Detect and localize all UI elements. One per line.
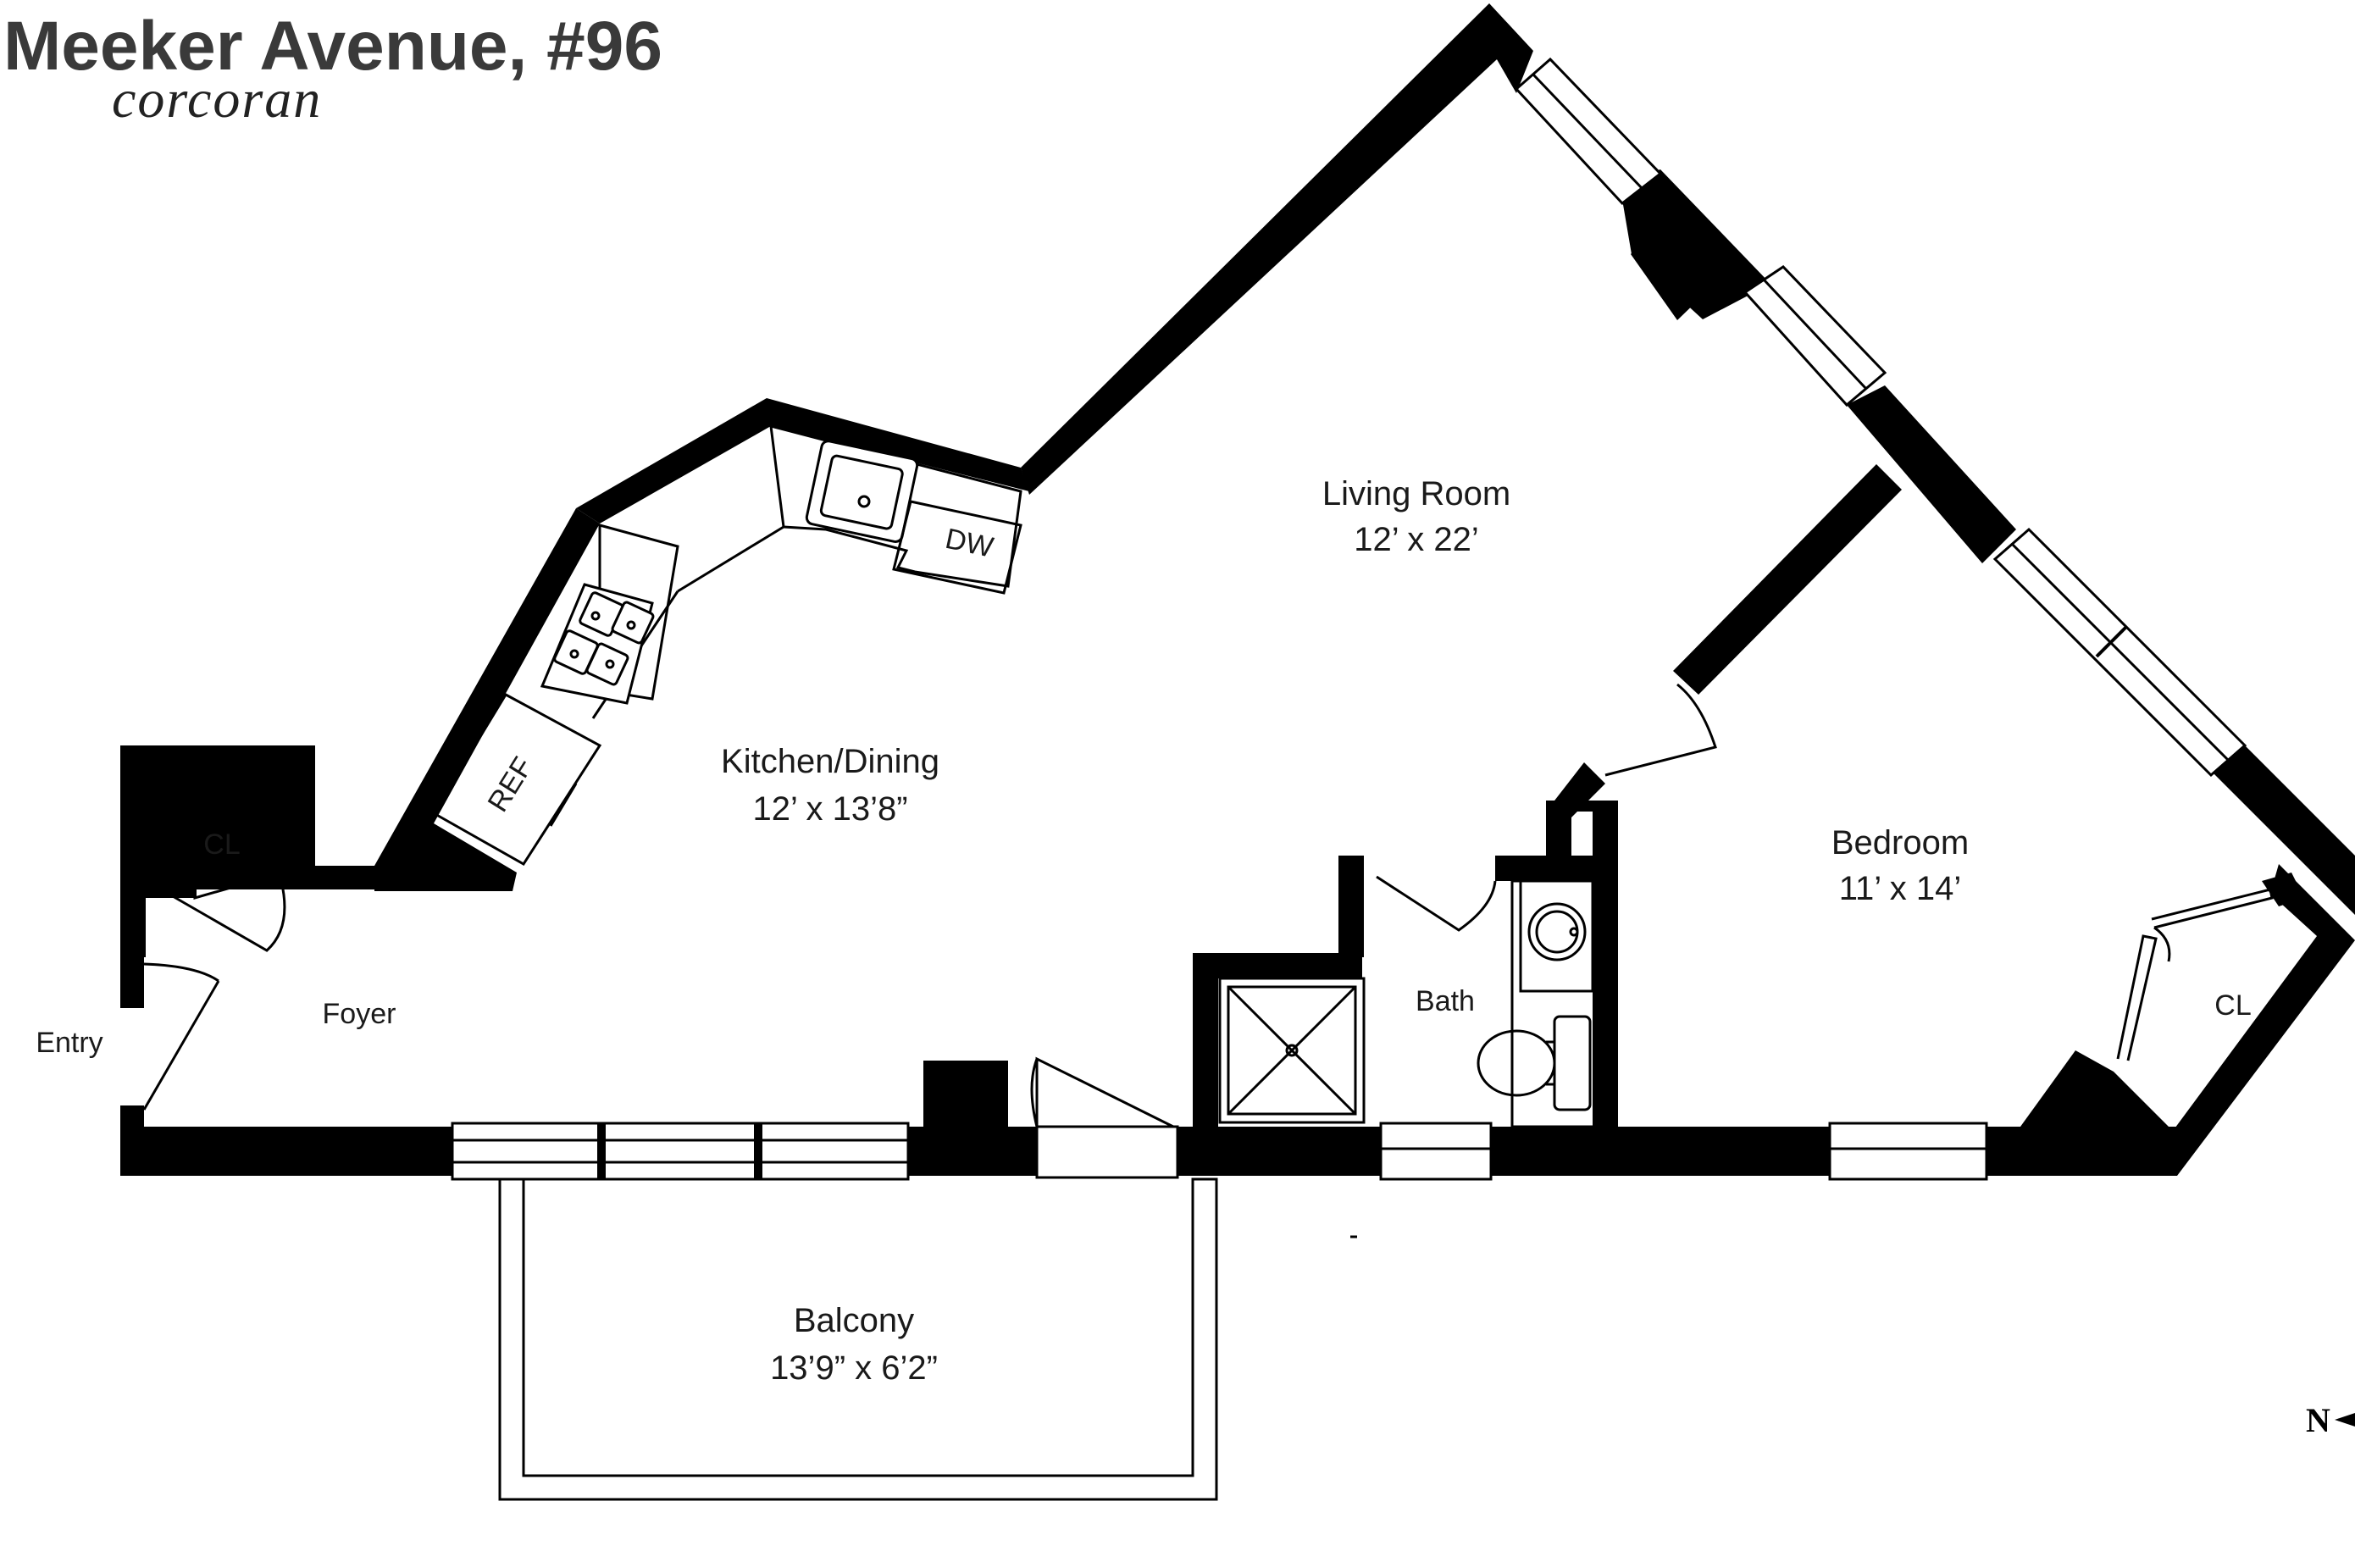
walls bbox=[120, 3, 2355, 1176]
windows bbox=[451, 57, 2247, 1181]
wall-bed-knob bbox=[1546, 762, 1605, 822]
wall-living-corner bbox=[1489, 3, 1533, 93]
window-right-1 bbox=[1514, 57, 1663, 206]
wall-bottom-bath-left bbox=[1178, 1127, 1381, 1176]
kitchen-counter-edge bbox=[677, 525, 784, 593]
balcony-size: 13’9” x 6’2” bbox=[770, 1349, 938, 1387]
wall-bottom-mid bbox=[908, 1127, 1037, 1176]
bath-sink bbox=[1519, 879, 1594, 993]
bath-fixtures bbox=[1218, 879, 1599, 1128]
doors bbox=[142, 683, 2274, 1179]
wall-bath-left-vert bbox=[1193, 953, 1218, 1127]
bath-door-swing bbox=[1376, 875, 1497, 932]
foyer-name: Foyer bbox=[323, 998, 396, 1030]
bed-closet-door-1 bbox=[2151, 888, 2274, 929]
window-bottom-bed bbox=[1828, 1122, 1988, 1181]
bedroom-size: 11’ x 14’ bbox=[1839, 870, 1962, 907]
entry-closet-name: CL bbox=[203, 828, 240, 861]
brand-logo: corcoran bbox=[112, 69, 322, 129]
wall-bed-closet-tab bbox=[2262, 873, 2304, 906]
kitchen-size: 12’ x 13’8” bbox=[752, 790, 907, 828]
balcony-name: Balcony bbox=[794, 1302, 914, 1339]
wall-kitchen-lower-diag bbox=[374, 508, 600, 891]
bath-inner-outline bbox=[1510, 879, 1599, 1128]
window-bottom-left bbox=[451, 1122, 910, 1181]
wall-pillar bbox=[923, 1061, 1008, 1128]
wall-right-diag-2 bbox=[1847, 385, 2016, 563]
balcony-outer bbox=[498, 1177, 1218, 1501]
labels: Meeker Avenue, #96 corcoran Living Room … bbox=[3, 8, 2355, 1439]
wall-living-top-left bbox=[1021, 3, 1508, 495]
wall-right-diag-3 bbox=[2207, 745, 2355, 915]
compass: N bbox=[2306, 1401, 2355, 1439]
wall-bed-closet-right bbox=[2156, 864, 2355, 1176]
entry-door-swing bbox=[142, 962, 220, 1111]
entry-closet-door bbox=[193, 773, 286, 900]
bedroom-closet-name: CL bbox=[2214, 989, 2251, 1022]
dishwasher bbox=[892, 500, 1022, 595]
balcony-door bbox=[1030, 1056, 1174, 1128]
refrigerator bbox=[431, 693, 602, 867]
window-bottom-bath bbox=[1379, 1122, 1493, 1181]
wall-bath-vert bbox=[1546, 813, 1571, 881]
shower bbox=[1218, 977, 1366, 1124]
compass-north-label: N bbox=[2306, 1401, 2330, 1439]
stove bbox=[540, 583, 655, 705]
window-right-3 bbox=[1992, 527, 2247, 778]
wall-entry-left-lower bbox=[120, 1105, 144, 1131]
kitchen-fixtures bbox=[431, 424, 1022, 867]
wall-entry-closet bbox=[120, 745, 374, 957]
wall-right-pillar bbox=[1631, 212, 1728, 320]
wall-bottom-bath-right bbox=[1491, 1127, 1830, 1176]
entry-name: Entry bbox=[36, 1027, 103, 1059]
wall-bath-left bbox=[1193, 953, 1362, 978]
wall-kitchen-top bbox=[576, 398, 1029, 524]
wall-bed-closet-lower bbox=[2020, 1050, 2177, 1176]
balcony-door-opening bbox=[1035, 1125, 1179, 1179]
wall-bath-topright bbox=[1495, 856, 1593, 881]
toilet bbox=[1477, 1015, 1592, 1111]
living-room-size: 12’ x 22’ bbox=[1354, 521, 1479, 558]
dishwasher-label: DW bbox=[943, 523, 996, 564]
wall-bed-partition bbox=[1673, 464, 1902, 695]
living-room-name: Living Room bbox=[1322, 475, 1510, 513]
wall-bottom-left bbox=[120, 1127, 452, 1176]
entry-closet-swing bbox=[160, 880, 286, 952]
bedroom-door-swing bbox=[1604, 683, 1717, 777]
bed-closet-door-2 bbox=[2116, 926, 2171, 1061]
kitchen-sink bbox=[805, 440, 919, 543]
wall-bath-top bbox=[1338, 856, 1364, 957]
wall-entry-left bbox=[120, 957, 144, 1008]
kitchen-name: Kitchen/Dining bbox=[721, 743, 939, 780]
bedroom-name: Bedroom bbox=[1831, 824, 1969, 862]
bath-name: Bath bbox=[1416, 985, 1475, 1017]
window-right-2 bbox=[1743, 265, 1887, 407]
balcony bbox=[498, 1177, 1218, 1501]
listing-title: Meeker Avenue, #96 bbox=[3, 8, 662, 85]
refrigerator-label: REF bbox=[482, 751, 540, 817]
